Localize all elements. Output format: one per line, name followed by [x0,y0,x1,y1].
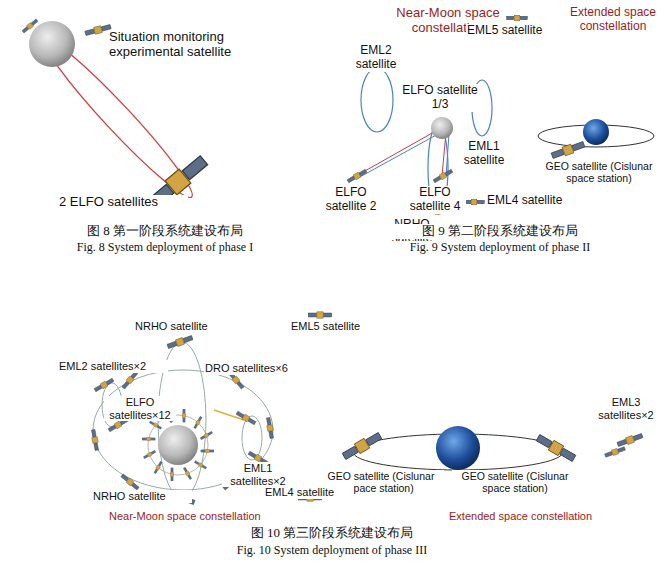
satellite-icon [433,168,454,183]
satellite-label: GEO satellite (Cislunar space station) [538,160,660,184]
link-line [356,132,434,176]
satellite-label: ELFO satellite 1/3 [400,84,480,112]
satellite-icon [143,450,156,460]
satellite-icon [200,431,213,441]
constellation-label: Extended space constellation [566,6,660,34]
elfo-orbit [148,415,208,475]
caption-en: Fig. 8 System deployment of phase I [40,241,290,255]
satellite-label: EML5 satellite [466,24,556,38]
satellite-icon [193,416,203,429]
satellite-icon [153,461,163,474]
constellation-label: Near-Moon space constellation [108,510,283,523]
satellite-label: 2 ELFO satellites [58,195,188,210]
moon [431,117,453,139]
satellite-label: NRHO satellite [92,490,192,503]
moon [29,21,75,67]
satellite-icon [170,468,174,481]
phase3-illustration [90,312,643,506]
satellite-label: Situation monitoring experimental satell… [108,30,258,60]
satellite-icon [167,334,194,349]
caption-cn: 图 10 第三阶段系统建设布局 [60,526,604,541]
satellite-icon [236,410,257,425]
satellite-label: ELFO satellite 2 [320,186,382,214]
satellite-icon [604,446,625,458]
satellite-icon [94,377,115,392]
satellite-icon [201,449,214,453]
satellite-label: EML2 satellites×2 [58,360,168,373]
caption-cn: 图 8 第一阶段系统建设布局 [40,224,290,239]
satellite-icon [149,420,162,430]
satellite-icon [265,417,274,438]
satellite-icon [347,168,368,183]
satellite-icon [90,429,99,450]
satellite-label: DRO satellites×6 [204,362,314,375]
satellite-icon [341,431,383,461]
caption-en: Fig. 10 System deployment of phase III [60,544,604,558]
link-line [446,134,449,176]
satellite-icon [194,460,207,470]
satellite-icon [21,18,38,33]
satellite-icon [142,437,155,441]
satellite-icon [617,432,644,447]
satellite-icon [120,473,140,491]
constellation-label: Extended space constellation [448,510,623,523]
satellite-icon [551,140,586,160]
satellite-label: EML2 satellite [350,44,402,72]
moon [158,425,198,465]
satellite-icon [464,199,485,205]
satellite-icon [182,409,186,422]
satellite-label: EML5 satellite [290,320,390,333]
satellite-label: NRHO satellite [134,320,234,333]
earth [583,119,609,145]
satellite-label: EML4 satellite [264,486,354,499]
caption-cn: 图 9 第二阶段系统建设布局 [340,224,660,239]
satellite-label: ELFO satellite 4 [404,186,466,214]
satellite-label: EML1 satellites×2 [222,462,294,487]
link-line [358,134,438,178]
eml2-orbit [361,68,393,132]
satellite-icon [308,312,331,318]
satellite-icon [121,370,139,390]
earth [436,426,480,470]
caption-en: Fig. 9 System deployment of phase II [340,241,660,255]
satellite-icon [183,467,193,480]
satellite-icon [535,433,577,463]
satellite-label: EML3 satellites×2 [592,396,660,421]
satellite-label: GEO satellite (Cislunar space station) [452,470,578,494]
satellite-icon [507,15,528,21]
satellite-label: EML4 satellite [486,194,576,208]
satellite-label: EML1 satellite [456,140,512,168]
satellite-label: ELFO satellites×12 [104,396,176,421]
phase2-illustration [347,15,654,214]
